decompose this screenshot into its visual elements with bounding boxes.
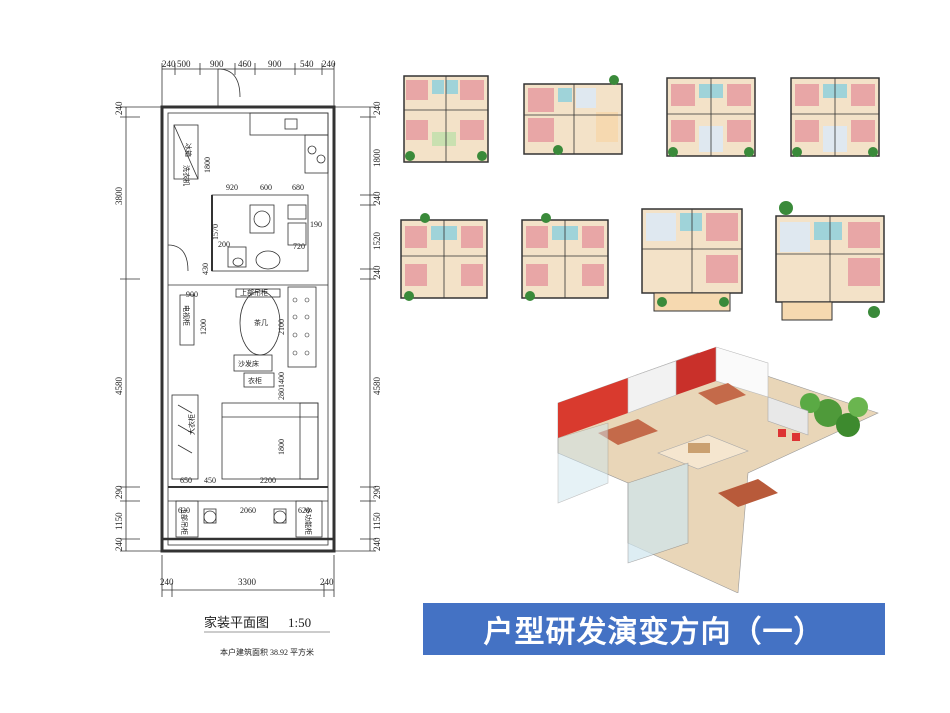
label-multi-cabinet: 多功能柜 bbox=[304, 507, 313, 535]
dim-left-4: 290 bbox=[114, 485, 124, 499]
dim-bottom-3: 240 bbox=[320, 577, 334, 587]
dim-left-3: 4580 bbox=[114, 377, 124, 396]
label-large-wardrobe: 大衣柜 bbox=[187, 414, 196, 435]
dim-left-5: 1150 bbox=[114, 512, 124, 530]
title-banner: 户型研发演变方向（一） bbox=[423, 603, 885, 655]
dim-right-7: 290 bbox=[372, 485, 382, 499]
label-tv-cabinet: 电视柜 bbox=[182, 305, 191, 326]
dim-right-2: 1800 bbox=[372, 149, 382, 168]
dim-top-6: 540 bbox=[300, 59, 314, 69]
layout-thumbnail-4 bbox=[787, 70, 883, 162]
label-upper-cabinet-2: 上部吊柜 bbox=[180, 507, 189, 535]
label-washer: 洗衣机 bbox=[182, 165, 191, 186]
layout-thumbnail-5 bbox=[395, 210, 493, 304]
layout-thumbnail-1 bbox=[398, 70, 494, 168]
dim-inner-5: 190 bbox=[310, 220, 322, 229]
dim-top-5: 900 bbox=[268, 59, 282, 69]
dim-bottom-2: 3300 bbox=[238, 577, 257, 587]
dim-right-9: 240 bbox=[372, 537, 382, 551]
floor-plan-drawing: 240 500 900 460 900 540 240 240 3300 240… bbox=[114, 59, 382, 657]
dim-right-1: 240 bbox=[372, 101, 382, 115]
dim-inner-13: 2801400 bbox=[277, 372, 286, 400]
dim-inner-14: 1800 bbox=[277, 439, 286, 455]
dim-right-5: 240 bbox=[372, 265, 382, 279]
layout-thumbnail-6 bbox=[516, 210, 614, 304]
label-upper-cabinet-1: 上部吊柜 bbox=[240, 288, 268, 297]
dim-top-4: 460 bbox=[238, 59, 252, 69]
dim-right-3: 240 bbox=[372, 191, 382, 205]
dim-inner-17: 2200 bbox=[260, 476, 276, 485]
floor-plan-title: 家装平面图 bbox=[204, 615, 269, 630]
dim-right-6: 4580 bbox=[372, 377, 382, 396]
dim-left-2: 3800 bbox=[114, 187, 124, 206]
dim-inner-16: 450 bbox=[204, 476, 216, 485]
dim-inner-6: 720 bbox=[293, 242, 305, 251]
dim-inner-1: 920 bbox=[226, 183, 238, 192]
dim-inner-7: 200 bbox=[218, 240, 230, 249]
dim-left-6: 240 bbox=[114, 537, 124, 551]
dim-top-2: 500 bbox=[177, 59, 191, 69]
floor-plan-area-note: 本户建筑面积 38.92 平方米 bbox=[220, 647, 314, 657]
dim-bottom-1: 240 bbox=[160, 577, 174, 587]
label-sofa-bed: 沙发床 bbox=[238, 359, 259, 368]
dim-top-7: 240 bbox=[322, 59, 336, 69]
isometric-apartment-render bbox=[557, 346, 879, 593]
dim-right-8: 1150 bbox=[372, 512, 382, 530]
layout-thumbnail-2 bbox=[518, 70, 628, 160]
label-coffee-table: 茶几 bbox=[254, 318, 268, 327]
layout-thumbnail-8 bbox=[772, 196, 888, 324]
dim-inner-19: 2060 bbox=[240, 506, 256, 515]
floor-plan-scale: 1:50 bbox=[288, 615, 311, 630]
label-wardrobe: 衣柜 bbox=[248, 376, 262, 385]
dim-inner-8: 430 bbox=[201, 263, 210, 275]
layout-thumbnail-3 bbox=[663, 70, 759, 162]
dim-inner-20: 620 bbox=[298, 506, 310, 515]
label-fridge: 冰箱 bbox=[184, 143, 193, 157]
dim-inner-12: 2100 bbox=[277, 319, 286, 335]
dim-left-1: 240 bbox=[114, 101, 124, 115]
dim-inner-3: 680 bbox=[292, 183, 304, 192]
dim-inner-9: 900 bbox=[186, 290, 198, 299]
dim-top-1: 240 bbox=[162, 59, 176, 69]
layout-thumbnail-7 bbox=[638, 203, 746, 315]
dim-inner-10: 1200 bbox=[199, 319, 208, 335]
dim-inner-2: 600 bbox=[260, 183, 272, 192]
dim-right-4: 1520 bbox=[372, 232, 382, 251]
dim-inner-18: 620 bbox=[178, 506, 190, 515]
dim-inner-11: 1800 bbox=[203, 157, 212, 173]
dim-top-3: 900 bbox=[210, 59, 224, 69]
dim-inner-15: 650 bbox=[180, 476, 192, 485]
dim-inner-4: 1570 bbox=[211, 224, 220, 240]
